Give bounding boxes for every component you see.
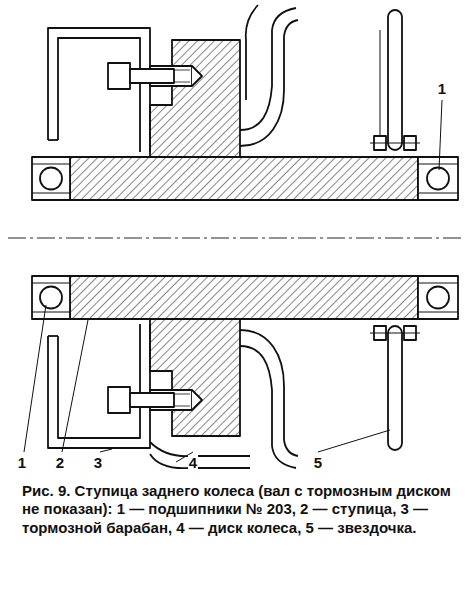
figure-caption: Рис. 9. Ступица заднего колеса (вал с то…: [22, 482, 452, 537]
leader-line: [24, 100, 442, 462]
callout-number: 2: [55, 455, 65, 470]
center-line: [8, 238, 465, 239]
callout-number: 1: [437, 81, 447, 96]
drum-bolt: [108, 63, 202, 413]
callout-number: 3: [93, 455, 103, 470]
hub: [70, 40, 418, 436]
bearing: [32, 157, 458, 319]
wheel-disc: [150, 5, 298, 468]
sprocket: [370, 10, 420, 450]
brake-drum: [48, 28, 150, 448]
callout-number: 1: [17, 455, 27, 470]
callout-number: 4: [188, 455, 198, 470]
callout-number: 5: [313, 455, 323, 470]
